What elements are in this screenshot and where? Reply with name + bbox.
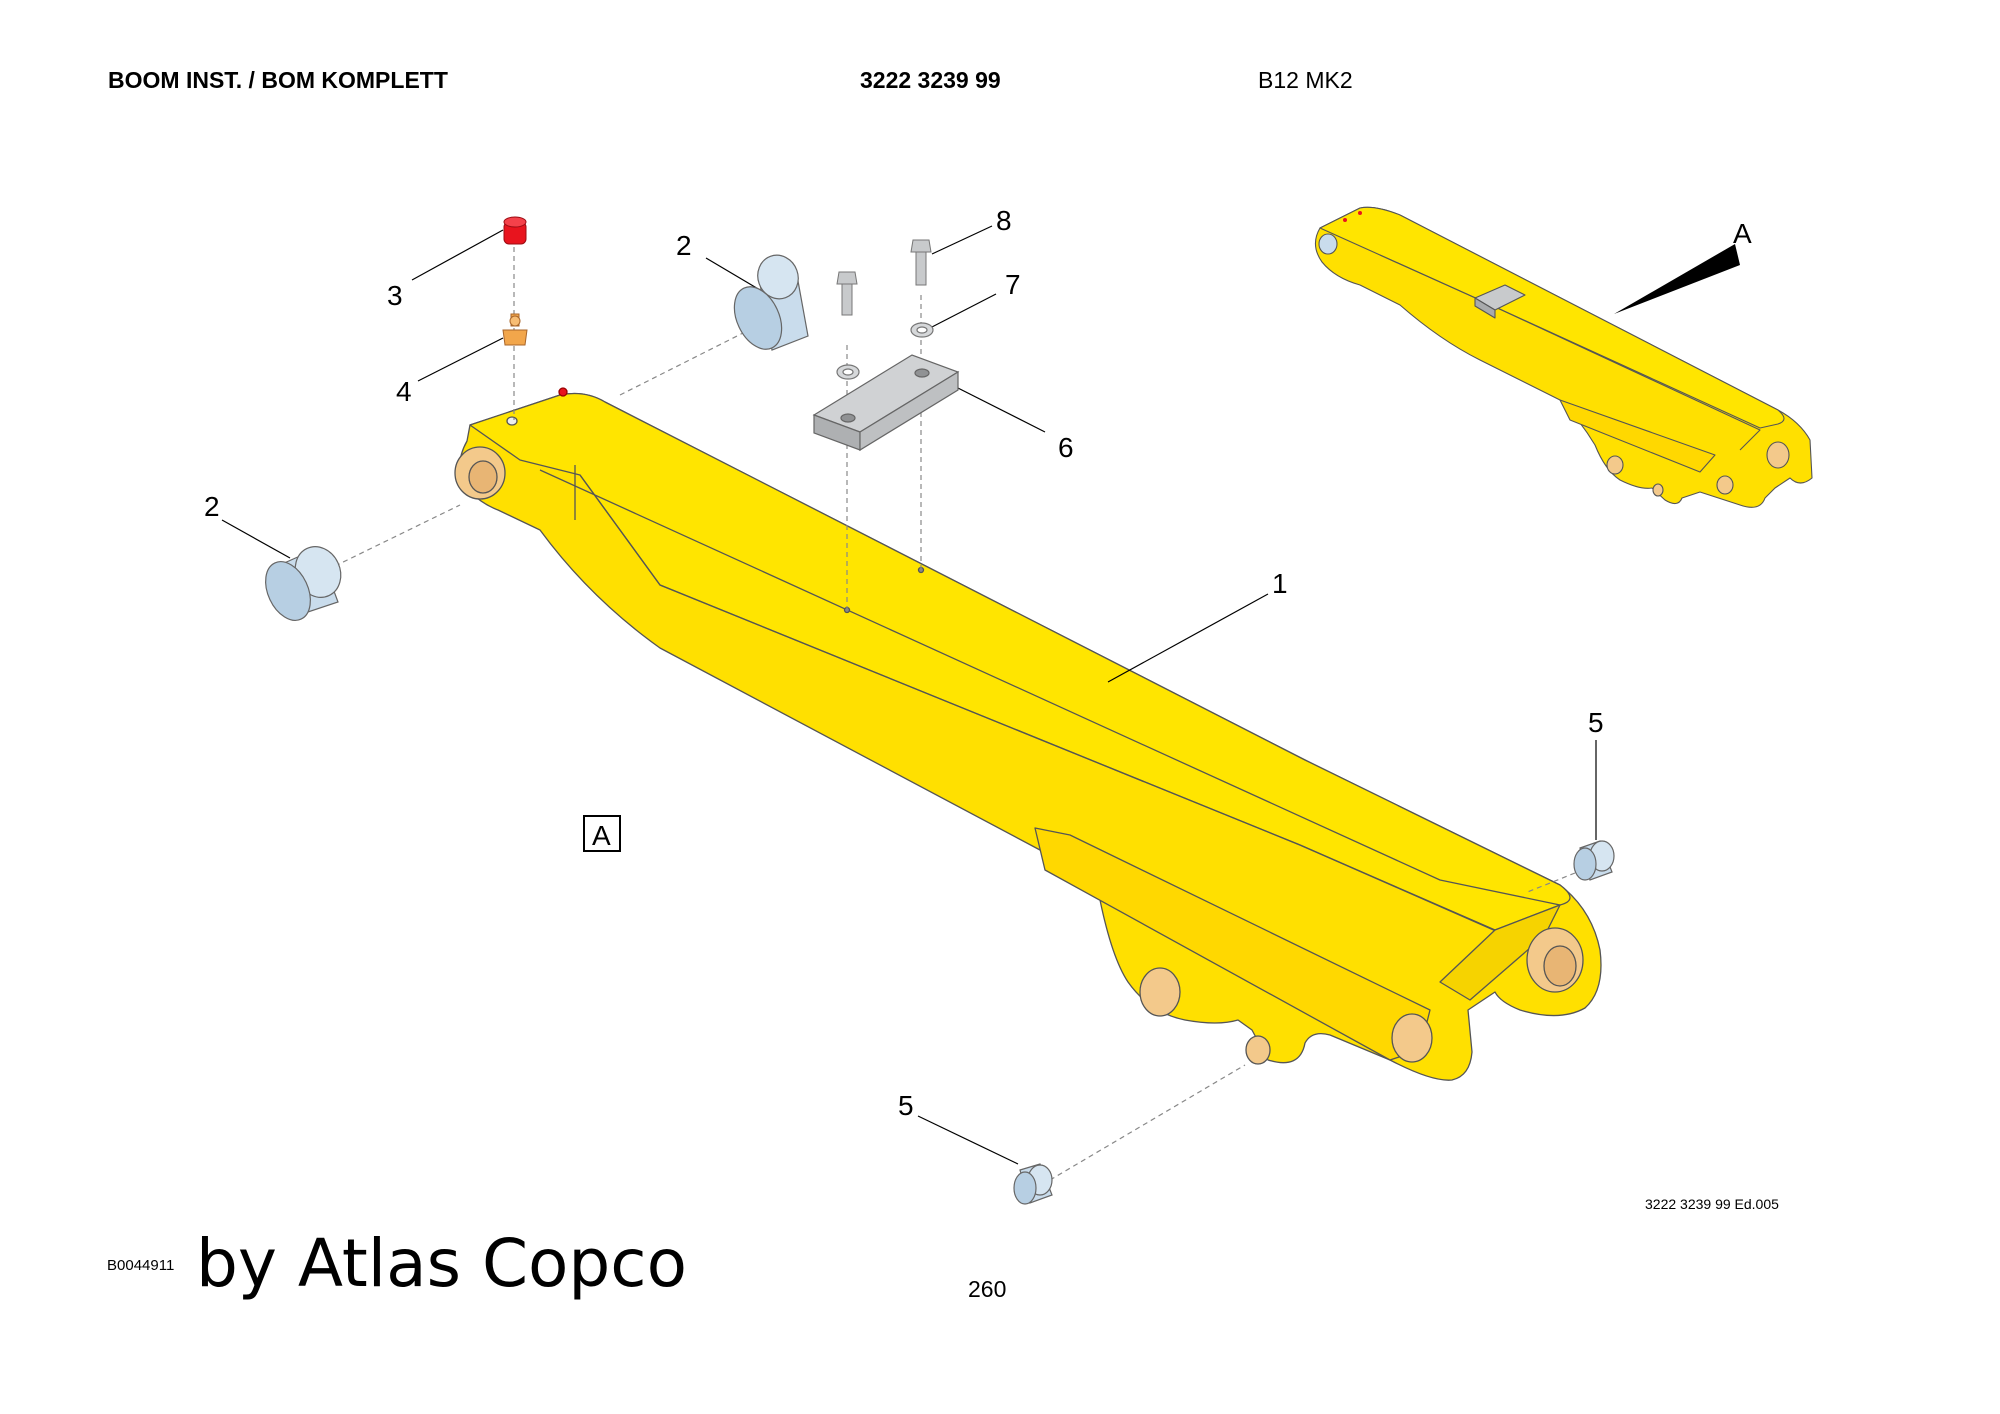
boom-lug-hole-3 (1391, 1013, 1433, 1063)
washer-1-hole (842, 368, 854, 376)
bushing-left (265, 546, 342, 621)
bolt-2-shank (915, 251, 927, 286)
bushing-left-front (265, 561, 311, 621)
part-number: 3222 3239 99 (860, 67, 1001, 93)
callout-2-left: 2 (204, 491, 220, 522)
plug-red-top (503, 216, 527, 228)
inset-lug-hole-3 (1716, 475, 1734, 495)
washer-2-hole (916, 326, 928, 334)
boom-main (454, 387, 1602, 1081)
callout-5-right: 5 (1588, 707, 1604, 738)
inset-lug-hole-2 (1652, 483, 1664, 497)
inset-red-dot-2 (1358, 211, 1362, 215)
leader-4 (417, 337, 504, 382)
callout-8: 8 (996, 205, 1012, 236)
inset-right-bore (1766, 441, 1790, 469)
grease-nipple-ball (509, 315, 521, 327)
bolts (836, 239, 932, 316)
boom-inset-view (1314, 206, 1813, 508)
drawing-number: B0044911 (107, 1257, 175, 1274)
grease-nipple-hex (502, 329, 528, 346)
boom-lug-hole-2 (1245, 1035, 1271, 1065)
assembly-lines (334, 238, 1576, 1181)
boom-top-face (469, 392, 1571, 931)
callout-4: 4 (396, 376, 412, 407)
page-number: 260 (968, 1276, 1007, 1302)
boom-fork-gap (1439, 904, 1561, 1001)
leader-5-lower (917, 1115, 1019, 1165)
boom-lug-hole-1 (1139, 967, 1181, 1017)
bushing-upper-back (757, 254, 799, 300)
bushing-upper-front (733, 286, 783, 350)
bolt-2-head (910, 239, 932, 253)
plate-side (859, 370, 959, 452)
view-a-box (583, 815, 621, 852)
plate (812, 354, 960, 452)
view-a-box-label: A (592, 820, 611, 851)
boom-red-fitting (558, 387, 568, 397)
grease-nipple (502, 313, 528, 346)
small-bushing-right (1573, 840, 1615, 881)
plate-hole-1 (840, 413, 856, 423)
credit-watermark: by Atlas Copco (196, 1225, 687, 1302)
inset-left-bore (1318, 233, 1338, 255)
boom-right-bore-inner (1543, 945, 1577, 987)
inset-plate-side (1474, 297, 1496, 319)
edition-label: 3222 3239 99 Ed.005 (1645, 1196, 1779, 1212)
leader-1 (1107, 593, 1269, 683)
callout-3: 3 (387, 280, 403, 311)
callout-2-upper: 2 (676, 230, 692, 261)
callout-1: 1 (1272, 568, 1288, 599)
leader-3 (411, 229, 504, 281)
dash-left-bushing (334, 504, 461, 567)
drawing-title: BOOM INST. / BOM KOMPLETT (108, 67, 448, 93)
callout-7: 7 (1005, 269, 1021, 300)
small-bushing-right-front (1573, 847, 1597, 881)
plug-red (503, 216, 527, 245)
washers (836, 322, 934, 380)
plate-hole-2 (914, 368, 930, 378)
inset-boom-edge (1379, 254, 1761, 451)
leader-2-left (221, 519, 291, 559)
view-a-arrow-label: A (1733, 218, 1752, 249)
small-bushing-lower-front (1013, 1171, 1037, 1205)
inset-red-dot-1 (1343, 218, 1347, 222)
boom-edge-line-2 (539, 469, 1561, 906)
boom-edge-line-1 (579, 474, 1506, 936)
leader-lines (221, 225, 1597, 1165)
small-bushing-lower (1013, 1163, 1053, 1205)
callout-5-lower: 5 (898, 1090, 914, 1121)
leader-6 (949, 383, 1046, 433)
leader-7 (929, 293, 997, 329)
leader-8 (931, 225, 993, 255)
bushing-upper (733, 254, 809, 351)
leader-2-upper (705, 257, 761, 291)
dash-lower-small-bushing (1049, 1064, 1246, 1181)
machine-model: B12 MK2 (1258, 67, 1353, 93)
callout-6: 6 (1058, 432, 1074, 463)
inset-lug-hole-1 (1606, 455, 1624, 475)
dash-upper-bushing (619, 331, 746, 396)
bolt-1-head (836, 271, 858, 285)
boom-grease-port (506, 416, 518, 426)
bolt-1-shank (841, 283, 853, 316)
view-a-arrow (1614, 244, 1740, 314)
inset-boom-top (1319, 206, 1785, 429)
inset-boom-rib (1559, 399, 1716, 473)
boom-left-bore-inner (468, 460, 498, 494)
